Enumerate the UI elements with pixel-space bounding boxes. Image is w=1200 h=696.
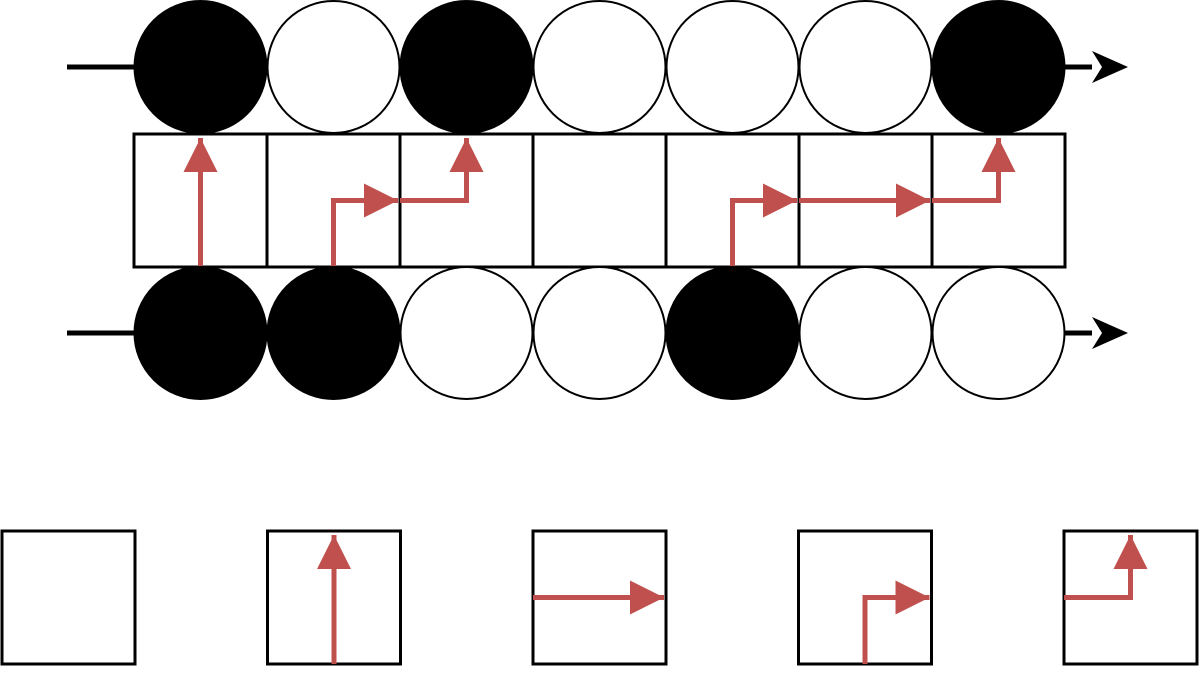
- transfer-arrow-corner-right: [331, 183, 398, 267]
- bottom-bead-empty: [532, 266, 667, 400]
- top-bead-filled: [931, 0, 1066, 134]
- legend-arrow-right-up: [1064, 535, 1148, 600]
- bottom-bead-filled: [665, 266, 800, 400]
- top-bead-filled: [133, 0, 268, 134]
- top-bead-empty: [665, 0, 800, 134]
- bottom-bead-filled: [133, 266, 268, 400]
- top-bead-empty: [266, 0, 401, 134]
- bottom-bead-row: [67, 266, 1128, 400]
- top-bead-row: [67, 0, 1128, 134]
- bottom-bead-empty: [931, 266, 1066, 400]
- top-direction-arrow: [1092, 51, 1128, 83]
- transfer-cell: [531, 132, 668, 269]
- top-bead-empty: [798, 0, 933, 134]
- bottom-direction-arrow: [1092, 317, 1128, 349]
- top-bead-filled: [399, 0, 534, 134]
- transfer-cell-row: [132, 132, 1067, 269]
- bottom-bead-empty: [399, 266, 534, 400]
- transfer-arrow-corner-right: [730, 183, 797, 267]
- transfer-arrow-right-up: [400, 138, 484, 203]
- legend-tile-empty: [0, 529, 137, 666]
- bottom-bead-empty: [798, 266, 933, 400]
- bottom-bead-filled: [266, 266, 401, 400]
- legend-arrow-corner-right: [862, 580, 930, 664]
- transfer-arrow-right-up: [932, 138, 1016, 203]
- top-bead-empty: [532, 0, 667, 134]
- tile-legend: [0, 529, 1199, 666]
